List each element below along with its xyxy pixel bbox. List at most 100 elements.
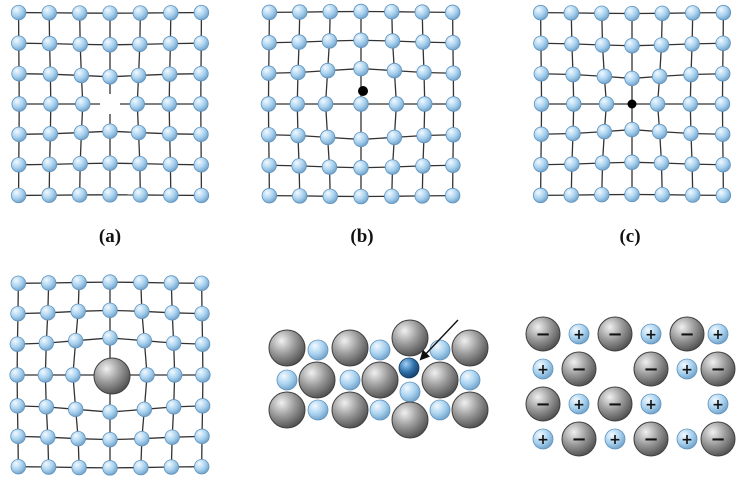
host-atom <box>624 38 640 54</box>
host-atom <box>102 302 118 319</box>
host-atom <box>565 66 581 83</box>
host-atom <box>9 367 25 383</box>
host-atom <box>73 67 90 84</box>
host-atom <box>166 367 183 383</box>
host-atom <box>715 35 731 51</box>
anion <box>525 316 561 352</box>
cation-sign: + <box>645 327 657 343</box>
host-atom <box>445 127 462 143</box>
large-ion <box>331 391 369 429</box>
anion <box>597 316 633 352</box>
host-atom <box>386 129 403 146</box>
host-atom <box>193 65 209 82</box>
host-atom <box>353 160 369 176</box>
host-atom <box>260 96 277 112</box>
host-atom <box>102 274 118 290</box>
host-atom <box>384 159 401 175</box>
anion-sign: − <box>535 394 550 415</box>
host-atom <box>715 187 732 204</box>
small-ion <box>339 369 361 391</box>
host-atom <box>194 305 210 322</box>
host-atom <box>11 96 27 112</box>
anion <box>597 386 633 422</box>
host-atom <box>624 121 640 138</box>
host-atom <box>102 69 118 85</box>
host-atom <box>72 155 88 172</box>
host-atom <box>134 303 150 320</box>
large-ion <box>268 391 306 429</box>
host-atom <box>194 428 210 445</box>
cation <box>707 323 729 345</box>
host-atom <box>684 36 700 52</box>
anion <box>633 351 669 387</box>
host-atom <box>41 5 57 21</box>
host-atom <box>624 154 640 170</box>
small-ion <box>307 399 329 421</box>
host-atom <box>565 125 581 142</box>
host-atom <box>684 156 700 172</box>
host-atom <box>289 96 305 112</box>
host-atom <box>682 96 698 112</box>
host-atom <box>594 186 610 203</box>
label-b: (b) <box>350 226 374 247</box>
anion-sign: − <box>607 394 622 415</box>
host-atom <box>594 155 611 171</box>
host-atom <box>71 459 87 476</box>
anion-sign: − <box>679 324 694 345</box>
host-atom <box>40 275 57 291</box>
host-atom <box>261 157 277 173</box>
host-atom <box>102 460 118 476</box>
anion <box>525 386 561 422</box>
host-atom <box>9 336 26 352</box>
host-atom <box>164 305 180 321</box>
host-atom <box>654 5 670 22</box>
host-atom <box>533 157 549 173</box>
cation <box>532 358 554 380</box>
host-atom <box>11 35 27 51</box>
host-atom <box>165 335 182 351</box>
lattice-interstitial <box>260 3 462 205</box>
host-atom <box>129 96 145 112</box>
label-c: (c) <box>619 226 641 247</box>
host-atom <box>72 36 88 53</box>
host-atom <box>563 187 579 203</box>
host-atom <box>415 34 431 50</box>
host-atom <box>73 124 90 141</box>
host-atom <box>38 335 55 351</box>
lattice-large-substitutional <box>9 274 211 476</box>
vacancy-site <box>100 94 120 114</box>
cation-sign: + <box>609 432 621 448</box>
host-atom <box>130 67 147 84</box>
host-atom <box>9 398 26 414</box>
host-atom <box>714 96 731 112</box>
displaced-ion <box>398 357 420 379</box>
cation <box>568 393 590 415</box>
anion-sign: − <box>607 324 622 345</box>
host-atom <box>165 399 182 415</box>
host-atom <box>321 33 338 49</box>
host-atom <box>415 158 431 174</box>
host-atom <box>163 187 179 203</box>
host-atom <box>317 96 334 112</box>
host-atom <box>596 68 613 85</box>
host-atom <box>162 156 179 173</box>
host-atom <box>75 96 91 112</box>
cation-sign: + <box>712 327 724 343</box>
large-ion <box>421 361 459 399</box>
host-atom <box>164 429 180 445</box>
lattice-schottky-defect: −+−+−++−−+−−+−+++−+−+− <box>525 316 736 457</box>
anion <box>561 351 597 387</box>
host-atom <box>388 96 405 112</box>
host-atom <box>353 3 369 20</box>
host-atom <box>102 404 118 420</box>
host-atom <box>161 126 178 142</box>
cation <box>532 428 554 450</box>
host-atom <box>163 5 179 21</box>
cation-sign: + <box>645 397 657 413</box>
host-atom <box>193 187 210 204</box>
host-atom <box>445 96 462 112</box>
host-atom <box>70 303 86 320</box>
host-atom <box>41 35 58 52</box>
cation <box>604 428 626 450</box>
